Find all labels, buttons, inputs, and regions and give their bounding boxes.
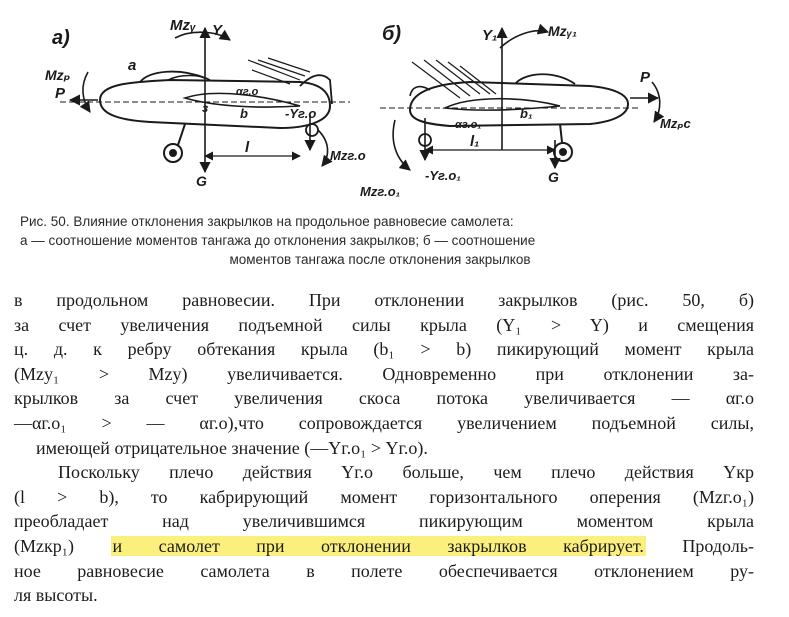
highlighted-sentence: и самолет при отклонении закрылков кабри… — [110, 535, 646, 556]
caption-line-3: моментов тангажа после отклонения закрыл… — [229, 252, 531, 267]
caption-line-1: Рис. 50. Влияние отклонения закрылков на… — [20, 214, 514, 229]
body-line: в продольном равновесии. При отклонении … — [14, 290, 754, 310]
body-line: крылков за счет увеличения скоса потока … — [14, 388, 754, 409]
wing-a — [182, 92, 301, 108]
label-alpha-go1: αг.о₁ — [455, 119, 481, 131]
label-mzgo: Mzг.о — [330, 148, 366, 163]
fuselage-b — [408, 80, 630, 128]
label-p: P — [55, 85, 66, 102]
wing-b — [442, 97, 561, 111]
label-b1: b₁ — [520, 106, 533, 121]
label-b: b — [240, 106, 248, 121]
figure-caption: Рис. 50. Влияние отклонения закрылков на… — [20, 212, 770, 269]
panel-b-label: б) — [382, 23, 401, 45]
body-line-highlighted: (Mzкр₁) и самолет при отклонении закрылк… — [14, 534, 754, 559]
fuselage-a — [98, 78, 332, 130]
label-mzy1: Mzᵧ₁ — [548, 23, 577, 39]
panel-a-labels: Mzᵧ Y а Mzₚ P αг.о b з -Yг.о l G Mzг.о — [45, 17, 366, 189]
label-g: G — [196, 173, 207, 189]
body-line: (l > b), то кабрирующий момент горизонта… — [14, 486, 754, 507]
body-text: в продольном равновесии. При отклонении … — [14, 288, 754, 608]
label-y: Y — [212, 22, 224, 39]
label-ygo: -Yг.о — [285, 106, 316, 121]
body-line: за счет увеличения подъемной силы крыла … — [14, 314, 754, 335]
label-y1: Y₁ — [482, 27, 497, 44]
label-mzp: Mzₚ — [45, 67, 70, 83]
label-z: з — [202, 101, 208, 115]
label-p-b: P — [640, 69, 651, 86]
body-line: ля высоты. — [14, 585, 98, 606]
body-line: имеющей отрицательное значение (—Yг.о₁ >… — [36, 437, 428, 458]
label-mzpc: Mzₚc — [660, 116, 692, 131]
label-ygo1: -Yг.о₁ — [425, 168, 461, 183]
body-line: (Mzy₁ > Mzy) увеличивается. Одновременно… — [14, 363, 754, 384]
panel-a-label: а) — [52, 27, 70, 49]
body-line: преобладает над увеличившимся пикирующим… — [14, 511, 754, 532]
label-g-b: G — [548, 169, 559, 185]
panel-b-labels: Y₁ Mzᵧ₁ P Mzₚc b₁ αг.о₁ l₁ G -Yг.о₁ Mzг.… — [360, 23, 692, 199]
body-line: Поскольку плечо действия Yг.о больше, че… — [58, 462, 754, 483]
body-fragment: (Mzкр₁) — [14, 535, 75, 556]
body-line: ное равновесие самолета в полете обеспеч… — [14, 560, 754, 581]
body-fragment: Продоль- — [682, 535, 754, 556]
label-mzgo1: Mzг.о₁ — [360, 184, 400, 199]
body-line: —αг.о₁ > — αг.о),что сопровождается увел… — [14, 412, 754, 433]
label-l: l — [245, 139, 250, 156]
body-line: ц. д. к ребру обтекания крыла (b₁ > b) п… — [14, 339, 754, 360]
label-mzy: Mzᵧ — [170, 17, 196, 34]
aircraft-diagram: а) Mz — [45, 17, 692, 199]
panel-b: б) — [380, 23, 665, 171]
panel-a: а) — [52, 26, 350, 174]
caption-line-2: а — соотношение моментов тангажа до откл… — [20, 233, 536, 248]
label-l1: l₁ — [470, 133, 479, 150]
label-a: а — [128, 57, 136, 74]
label-alpha-go: αг.о — [236, 86, 259, 98]
